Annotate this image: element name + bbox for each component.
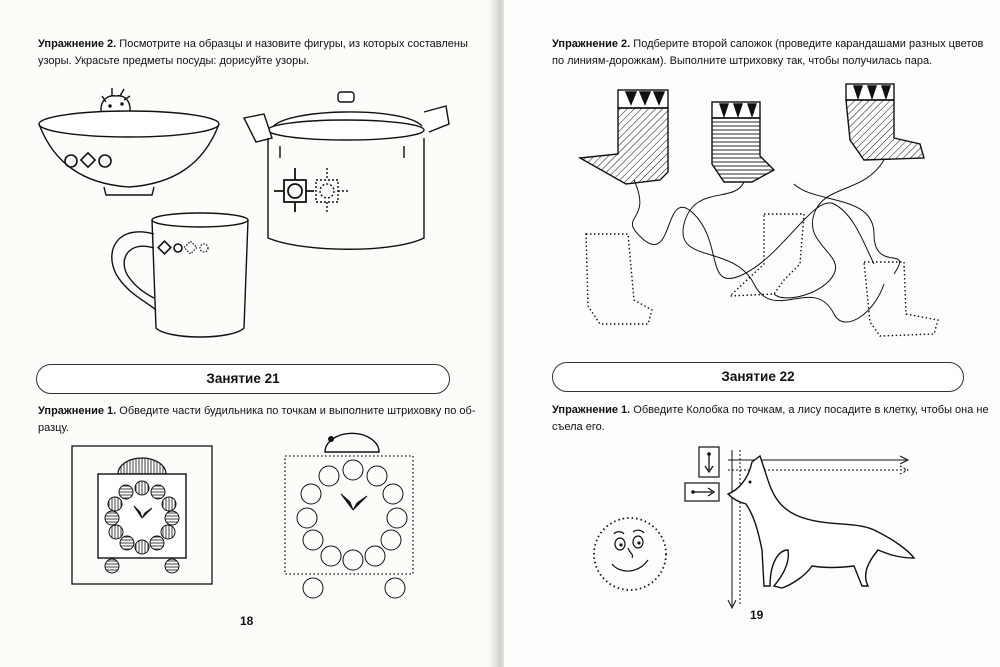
boot-icon xyxy=(711,101,776,183)
exercise-title: Упражнение 1. xyxy=(38,405,117,417)
exercise-text: по линиям-дорожкам). Выполните штриховку… xyxy=(552,55,933,67)
fox-icon xyxy=(726,450,916,610)
right-page: Упражнение 2. Подберите второй сапожок (… xyxy=(504,0,1000,667)
exercise-title: Упражнение 2. xyxy=(38,38,117,50)
exercise-text: Подберите второй сапожок (проведите кара… xyxy=(633,38,984,50)
exercise-title: Упражнение 2. xyxy=(552,38,631,50)
page-number: 19 xyxy=(750,608,764,622)
mug-icon xyxy=(111,212,249,338)
kolobok-icon xyxy=(593,517,667,591)
pot-icon xyxy=(242,91,450,250)
exercise-2-left: Упражнение 2. Посмотрите на образцы и на… xyxy=(38,36,478,70)
lesson-banner: Занятие 22 xyxy=(552,362,964,392)
arrow-right-icon xyxy=(684,482,720,502)
bowl-icon xyxy=(38,88,220,196)
exercise-text: Посмотрите на образцы и назовите фигуры,… xyxy=(119,38,468,50)
exercise-text: разцу. xyxy=(38,422,69,434)
page-number: 18 xyxy=(240,614,254,628)
boot-icon xyxy=(577,89,669,185)
alarm-clock-icon xyxy=(284,432,414,599)
boots-matching-figure xyxy=(577,83,939,337)
lesson-banner: Занятие 21 xyxy=(36,364,450,394)
arrow-down-icon xyxy=(698,446,720,478)
exercise-text: узоры. Украсьте предметы посуды: дорисуй… xyxy=(38,55,310,67)
boot-icon xyxy=(845,83,925,161)
exercise-text: Обведите части будильника по точкам и вы… xyxy=(119,405,476,417)
left-page: Упражнение 2. Посмотрите на образцы и на… xyxy=(0,0,496,667)
exercise-1-left: Упражнение 1. Обведите части будильника … xyxy=(38,403,478,437)
exercise-title: Упражнение 1. xyxy=(552,404,631,416)
alarm-clock-icon xyxy=(71,445,213,585)
exercise-text: Обведите Колобка по точкам, а лису посад… xyxy=(633,404,989,416)
exercise-text: съела его. xyxy=(552,421,605,433)
exercise-1-right: Упражнение 1. Обведите Колобка по точкам… xyxy=(552,402,992,436)
exercise-2-right: Упражнение 2. Подберите второй сапожок (… xyxy=(552,36,992,70)
